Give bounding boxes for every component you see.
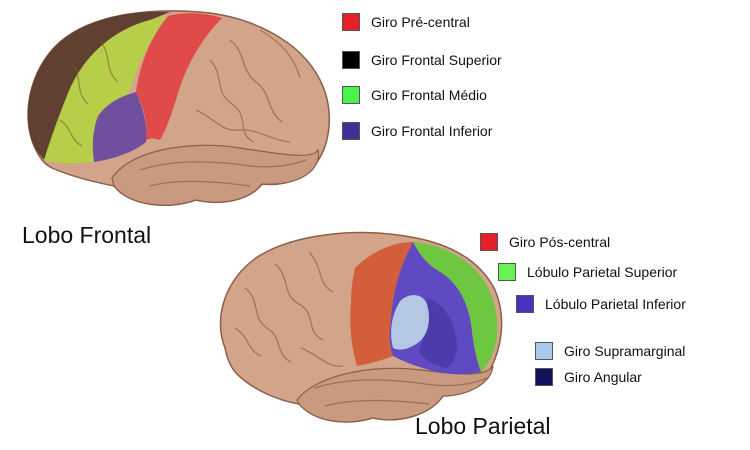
inferior-parietal-swatch [516, 295, 534, 313]
frontal-legend-item-precentral: Giro Pré-central [342, 13, 470, 31]
superior-frontal-swatch [342, 51, 360, 69]
frontal-legend-label: Giro Frontal Superior [371, 52, 502, 68]
frontal-brain-temporal-part [111, 144, 320, 206]
parietal-lobe-brain-illustration [205, 228, 510, 433]
parietal-legend-item-angular: Giro Angular [535, 368, 642, 386]
parietal-legend-label: Lóbulo Parietal Superior [527, 264, 678, 280]
angular-swatch [535, 368, 553, 386]
parietal-brain-temporal-part [296, 365, 494, 423]
frontal-lobe-brain-illustration [0, 0, 340, 215]
frontal-legend-item-superior-frontal: Giro Frontal Superior [342, 51, 502, 69]
parietal-legend-item-superior-parietal: Lóbulo Parietal Superior [498, 263, 677, 281]
frontal-legend-label: Giro Frontal Médio [371, 87, 487, 103]
frontal-legend-label: Giro Frontal Inferior [371, 123, 493, 139]
superior-frontal-region [28, 11, 170, 160]
superior-parietal-swatch [498, 263, 516, 281]
frontal-lobe-title: Lobo Frontal [22, 222, 152, 248]
postcentral-swatch [480, 233, 498, 251]
precentral-region [136, 13, 222, 140]
frontal-legend-label: Giro Pré-central [371, 14, 470, 30]
parietal-legend-item-supramarginal: Giro Supramarginal [535, 342, 685, 360]
parietal-legend-label: Giro Angular [564, 369, 642, 385]
precentral-swatch [342, 13, 360, 31]
supramarginal-region [391, 295, 429, 350]
supramarginal-swatch [535, 342, 553, 360]
parietal-legend-label: Giro Pós-central [509, 234, 611, 250]
middle-frontal-region [44, 16, 168, 164]
inferior-frontal-region [92, 92, 147, 162]
frontal-legend-item-middle-frontal: Giro Frontal Médio [342, 86, 487, 104]
superior-parietal-region [413, 242, 498, 372]
parietal-lobe-title: Lobo Parietal [415, 413, 551, 439]
parietal-legend-item-postcentral: Giro Pós-central [480, 233, 610, 251]
inferior-frontal-swatch [342, 122, 360, 140]
postcentral-region [350, 242, 413, 366]
parietal-legend-item-inferior-parietal: Lóbulo Parietal Inferior [516, 295, 686, 313]
frontal-legend-item-inferior-frontal: Giro Frontal Inferior [342, 122, 492, 140]
parietal-legend-label: Lóbulo Parietal Inferior [545, 296, 686, 312]
parietal-legend-label: Giro Supramarginal [564, 343, 686, 359]
middle-frontal-swatch [342, 86, 360, 104]
